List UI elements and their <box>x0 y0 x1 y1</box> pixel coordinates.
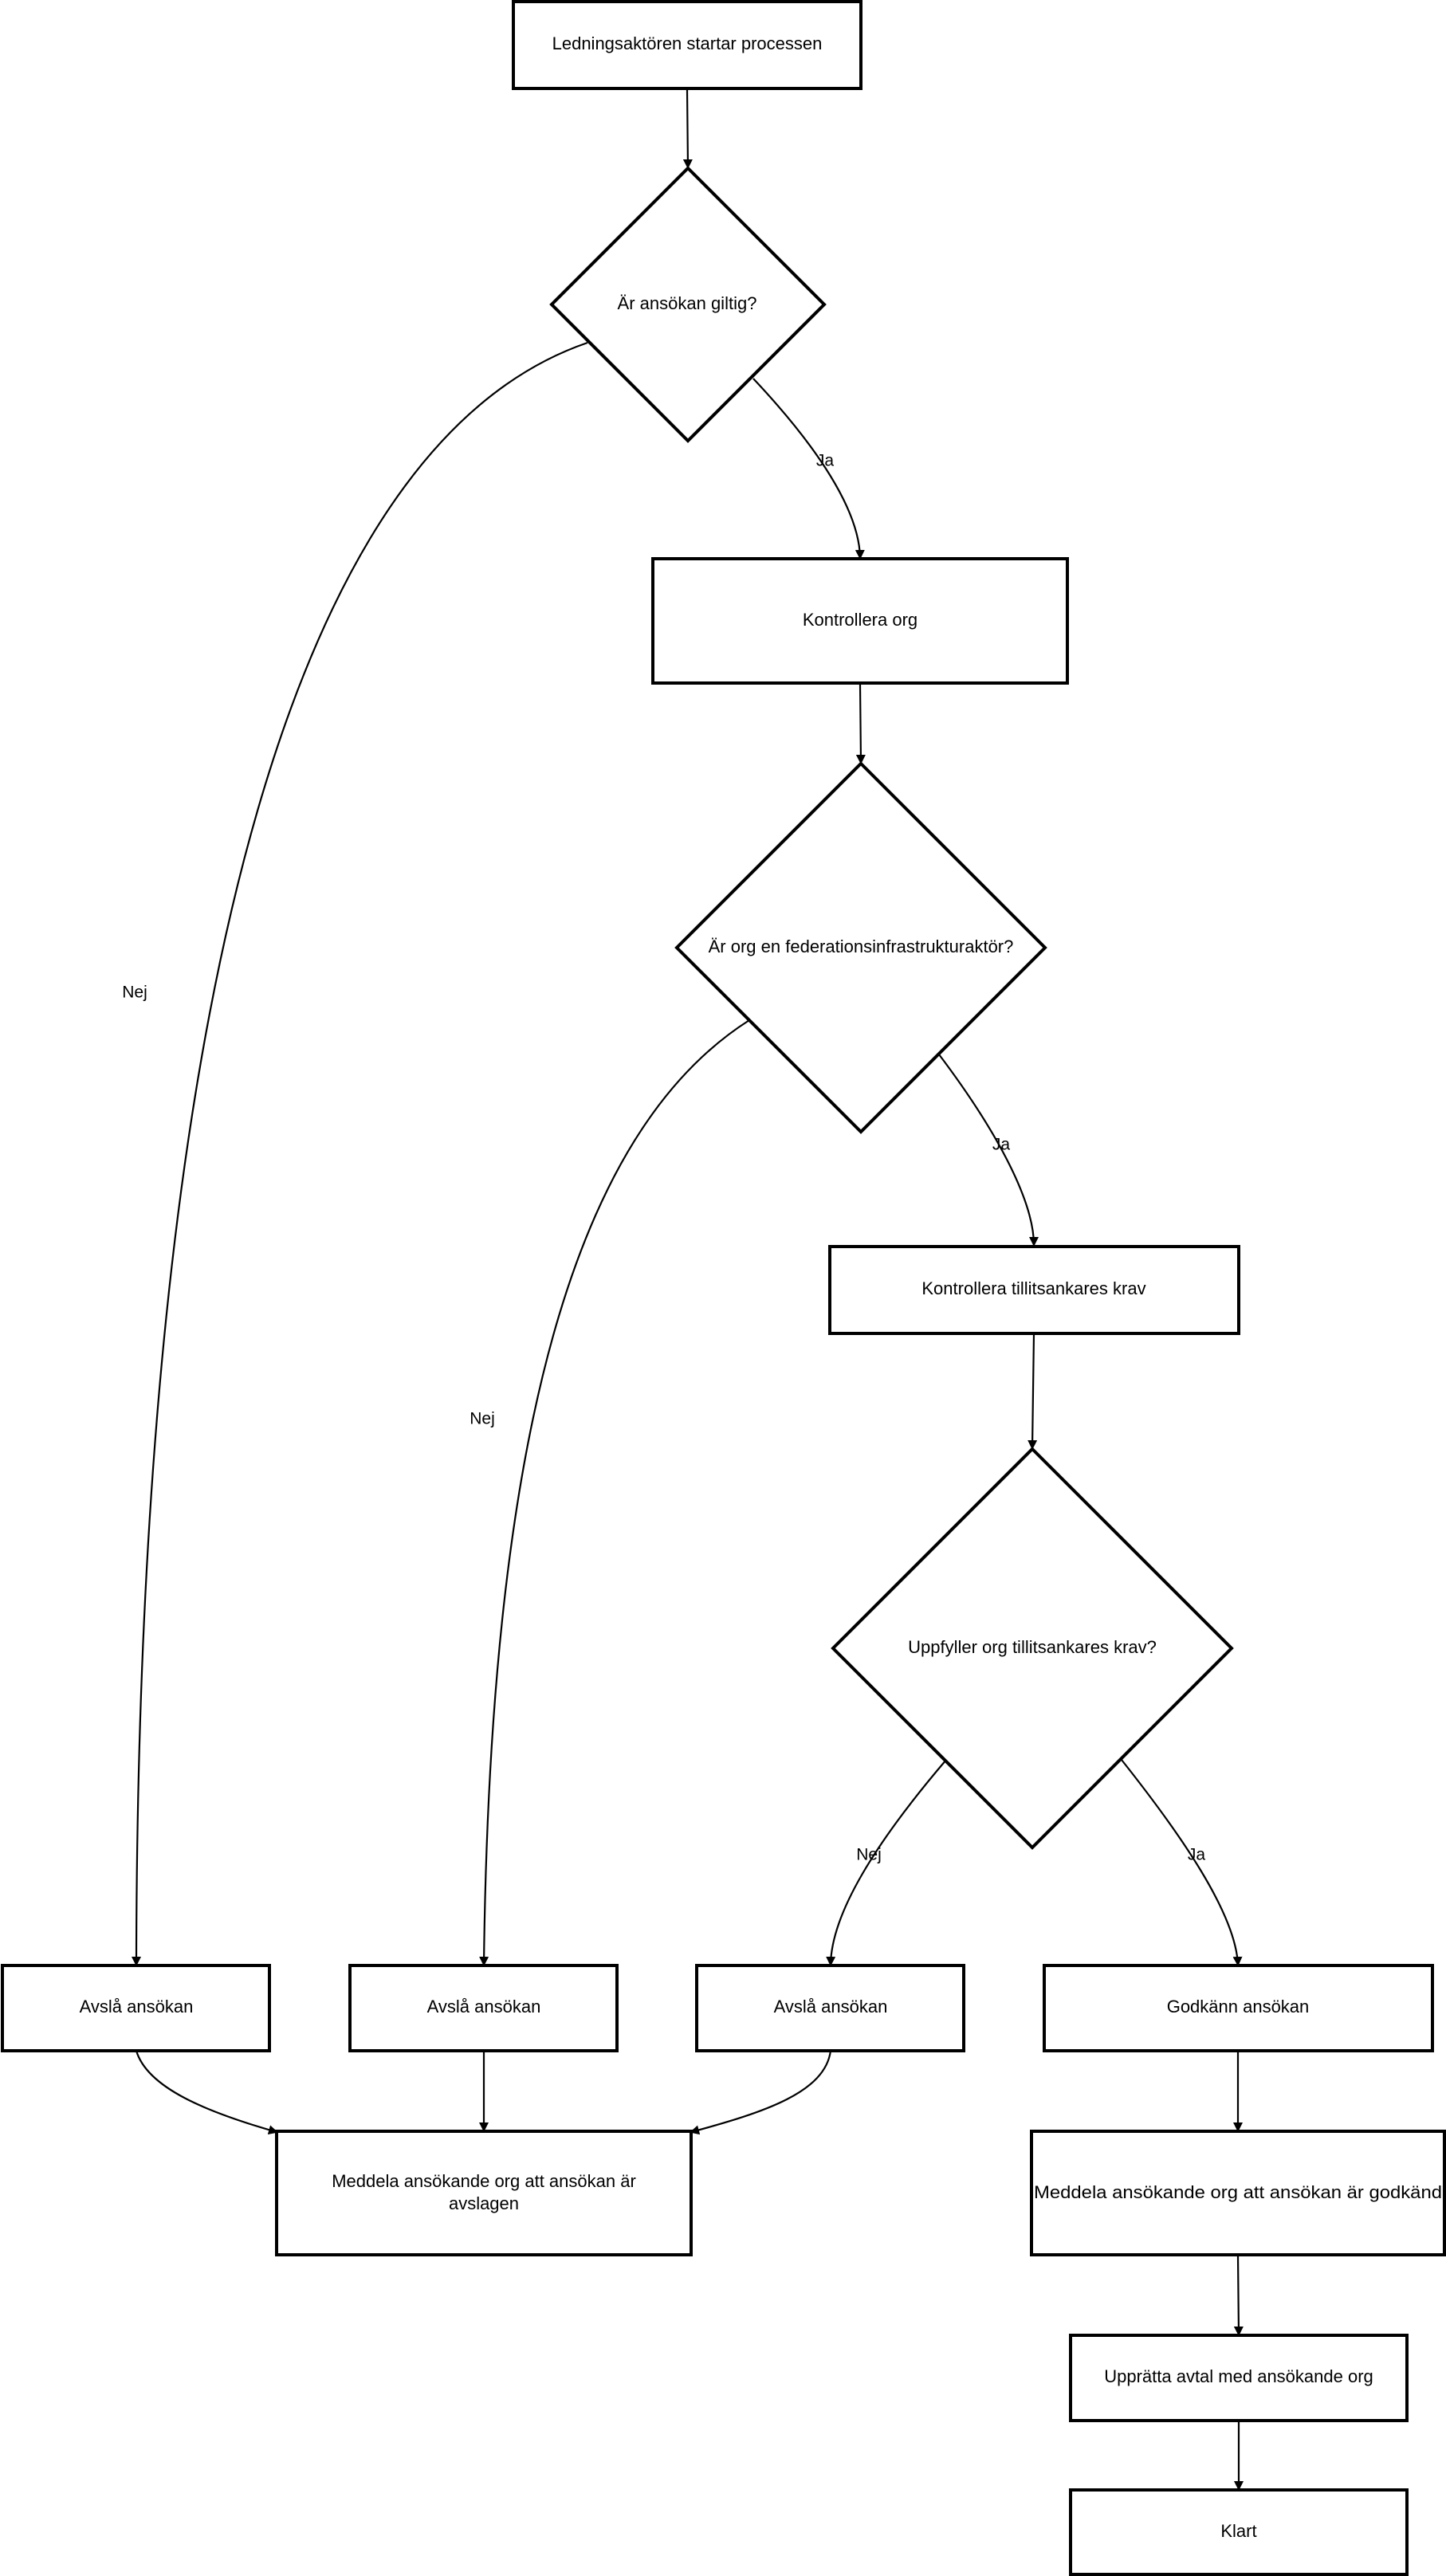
edge-labels: Ja Nej Ja Nej Nej Ja <box>122 452 1205 1864</box>
node-start: Ledningsaktören startar processen <box>512 0 862 90</box>
node-approve: Godkänn ansökan <box>1043 1964 1434 2052</box>
decision-application-valid-label: Är ansökan giltig? <box>618 293 757 313</box>
label-d1-yes: Ja <box>816 452 835 470</box>
node-approve-label: Godkänn ansökan <box>1167 1997 1310 2016</box>
node-start-label: Ledningsaktören startar processen <box>552 33 823 53</box>
edge-d3-no <box>826 1759 947 1966</box>
label-d3-yes: Ja <box>1188 1846 1206 1864</box>
node-reject-3-label: Avslå ansökan <box>774 1997 888 2016</box>
edge-notify-to-agreement <box>1233 2255 1244 2336</box>
edge-d1-no <box>132 341 588 1966</box>
edge-reject1-to-notify <box>135 2050 278 2135</box>
node-notify-rejected-line2: avslagen <box>449 2193 519 2213</box>
label-d3-no: Nej <box>856 1846 882 1864</box>
decision-meets-requirements: Uppfyller org tillitsankares krav? <box>831 1447 1234 1850</box>
node-notify-approved-label: Meddela ansökande org att ansökan är god… <box>1034 2182 1442 2202</box>
node-notify-rejected-line1: Meddela ansökande org att ansökan är <box>332 2171 636 2191</box>
edge-d1-yes <box>752 378 865 560</box>
edge-d2-yes <box>938 1054 1039 1247</box>
node-establish-agreement: Upprätta avtal med ansökande org <box>1069 2334 1409 2422</box>
decision-meets-requirements-label: Uppfyller org tillitsankares krav? <box>908 1637 1157 1657</box>
label-d1-no: Nej <box>122 984 147 1002</box>
decision-federation-actor-label: Är org en federationsinfrastrukturaktör? <box>709 937 1014 956</box>
node-notify-approved: Meddela ansökande org att ansökan är god… <box>1030 2130 1446 2256</box>
edge-reject3-to-notify <box>690 2050 832 2135</box>
label-d2-yes: Ja <box>992 1136 1011 1154</box>
node-reject-2-label: Avslå ansökan <box>427 1997 541 2016</box>
node-done: Klart <box>1069 2488 1409 2576</box>
edges <box>132 88 1244 2491</box>
edge-d3-yes <box>1121 1759 1243 1966</box>
node-check-org-label: Kontrollera org <box>803 610 918 630</box>
edge-checkanchor-to-d3 <box>1028 1333 1038 1450</box>
decision-federation-actor: Är org en federationsinfrastrukturaktör? <box>674 761 1047 1134</box>
edge-start-to-d1 <box>682 88 693 169</box>
node-check-trust-anchor: Kontrollera tillitsankares krav <box>828 1245 1240 1335</box>
label-d2-no: Nej <box>470 1410 495 1428</box>
node-notify-rejected: Meddela ansökande org att ansökan är avs… <box>275 2130 693 2256</box>
node-reject-1: Avslå ansökan <box>1 1964 271 2052</box>
edge-d2-no <box>479 1019 750 1966</box>
edge-checkorg-to-d2 <box>855 683 866 764</box>
node-check-org: Kontrollera org <box>651 557 1069 685</box>
node-check-trust-anchor-label: Kontrollera tillitsankares krav <box>921 1278 1145 1298</box>
decision-application-valid: Är ansökan giltig? <box>549 166 827 443</box>
node-reject-1-label: Avslå ansökan <box>80 1997 194 2016</box>
node-reject-2: Avslå ansökan <box>348 1964 619 2052</box>
node-done-label: Klart <box>1220 2521 1256 2541</box>
node-establish-agreement-label: Upprätta avtal med ansökande org <box>1104 2366 1373 2386</box>
node-reject-3: Avslå ansökan <box>695 1964 965 2052</box>
